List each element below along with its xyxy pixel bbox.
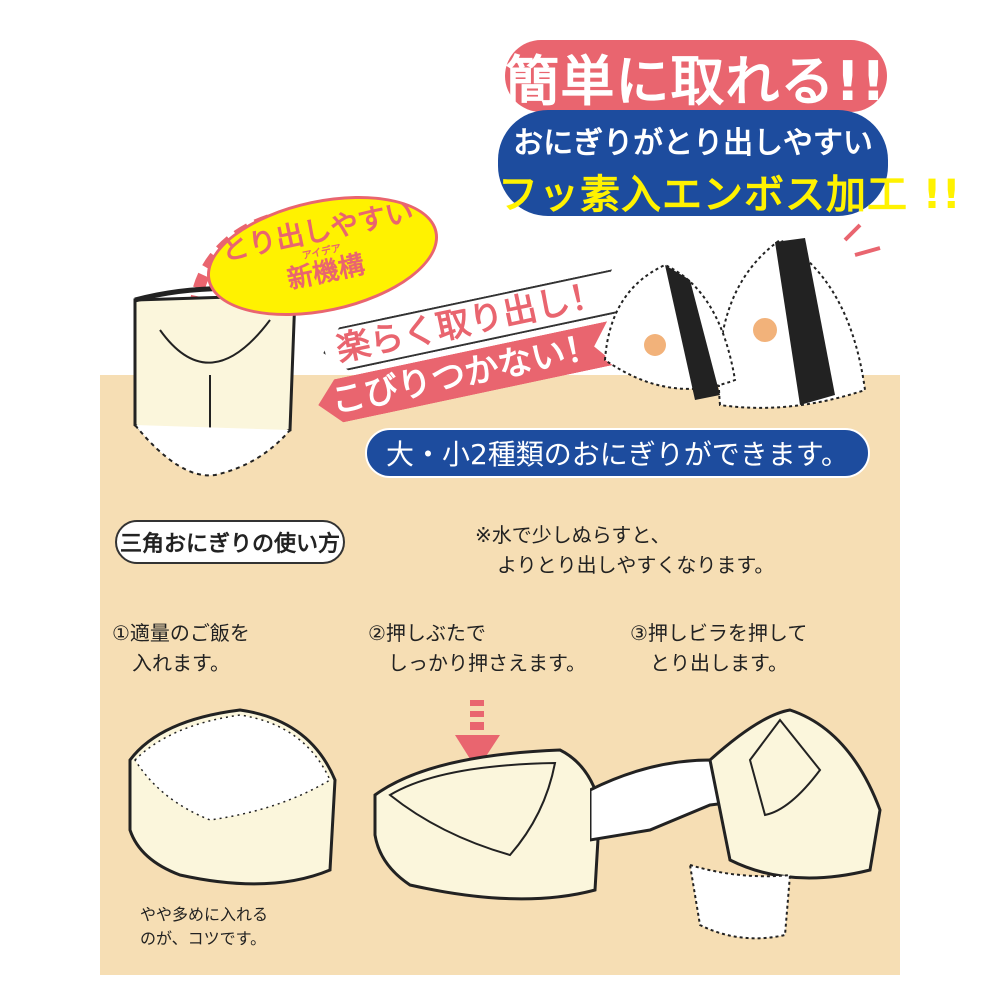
headline-banner: 簡単に取れる!! bbox=[505, 40, 887, 113]
step-3-line-1: ③押しビラを押して bbox=[630, 621, 808, 645]
step-1-line-1: ①適量のご飯を bbox=[112, 621, 250, 645]
feature-line-1: おにぎりがとり出しやすい bbox=[513, 126, 873, 161]
water-note: ※水で少しぬらすと、 よりとり出しやすくなります。 bbox=[475, 520, 774, 580]
step-3: ③押しビラを押して とり出します。 bbox=[630, 618, 807, 678]
step-2-illustration bbox=[373, 700, 602, 901]
headline-text: 簡単に取れる!! bbox=[505, 49, 887, 113]
two-sizes-banner: 大・小2種類のおにぎりができます。 bbox=[365, 428, 870, 478]
step-3-illustration bbox=[590, 708, 882, 940]
onigiri-illustration bbox=[603, 223, 881, 409]
feature-banner: おにぎりがとり出しやすい フッ素入エンボス加工 !! bbox=[498, 110, 960, 218]
feature-line-2: フッ素入エンボス加工 !! bbox=[498, 172, 962, 218]
tip-line-1: やや多めに入れる bbox=[140, 905, 269, 924]
step-2: ②押しぶたで しっかり押さえます。 bbox=[368, 618, 586, 678]
step-2-line-2: しっかり押さえます。 bbox=[388, 651, 586, 675]
note-line-2: よりとり出しやすくなります。 bbox=[497, 553, 775, 577]
two-sizes-text: 大・小2種類のおにぎりができます。 bbox=[385, 438, 850, 471]
tip-note: やや多めに入れる のが、コツです。 bbox=[140, 903, 268, 951]
note-line-1: ※水で少しぬらすと、 bbox=[475, 523, 671, 547]
step-1-illustration bbox=[128, 708, 337, 886]
step-1-line-2: 入れます。 bbox=[132, 651, 230, 675]
step-3-line-2: とり出します。 bbox=[650, 651, 788, 675]
howto-title: 三角おにぎりの使い方 bbox=[115, 520, 345, 564]
tip-line-2: のが、コツです。 bbox=[140, 929, 267, 948]
step-2-line-1: ②押しぶたで bbox=[368, 621, 486, 645]
step-1: ①適量のご飯を 入れます。 bbox=[112, 618, 250, 678]
mold-illustration bbox=[133, 206, 320, 477]
howto-title-text: 三角おにぎりの使い方 bbox=[119, 532, 340, 557]
